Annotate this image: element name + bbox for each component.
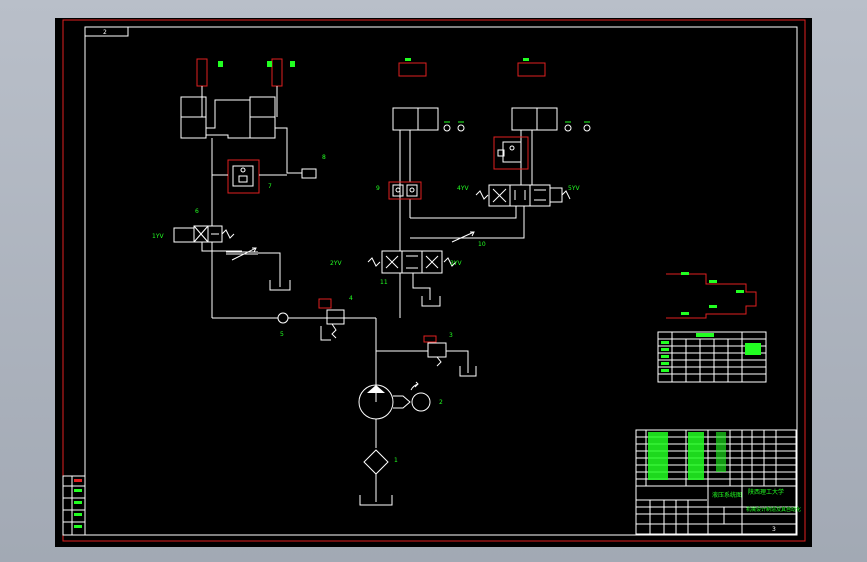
solenoid-action-table (657, 331, 767, 383)
label-3yv: 3YV (450, 260, 462, 267)
label-3: 3 (449, 332, 453, 339)
feed-cylinder-right (511, 58, 558, 131)
label-7: 7 (268, 183, 272, 190)
tank-symbol-relief (459, 366, 477, 377)
title-block (635, 429, 797, 535)
hydraulic-pump (358, 384, 394, 448)
major-name: 机械设计制造及其自动化 (746, 506, 801, 513)
drawing-name: 液压系统图 (712, 491, 742, 499)
hydraulic-lock-9 (388, 181, 422, 200)
clamping-cylinder-right (249, 58, 283, 139)
throttle-valve-10 (451, 231, 475, 243)
sensor-symbols-right (564, 121, 591, 132)
corner-tag-label: 2 (103, 29, 107, 36)
label-4: 4 (349, 295, 353, 302)
limit-switch-a (218, 61, 223, 67)
limit-switch-b (267, 61, 272, 67)
outer-border (62, 19, 806, 542)
label-5: 5 (280, 331, 284, 338)
label-2: 2 (439, 399, 443, 406)
label-9: 9 (376, 185, 380, 192)
check-valve-4 (318, 298, 345, 341)
pressure-switch-8 (301, 168, 317, 179)
label-8: 8 (322, 154, 326, 161)
pressure-valve-7 (227, 159, 260, 194)
label-4yv: 4YV (457, 185, 469, 192)
tank-symbol-mid (421, 296, 441, 307)
label-2yv: 2YV (330, 260, 342, 267)
label-10: 10 (478, 241, 486, 248)
directional-valve-11 (367, 250, 457, 274)
inner-frame (84, 26, 798, 536)
electric-motor-2 (393, 381, 431, 412)
work-cycle-diagram (666, 272, 757, 319)
relief-valve-3 (423, 335, 447, 367)
label-6: 6 (195, 208, 199, 215)
pressure-switch-line (275, 127, 302, 174)
tank-symbol-left (269, 280, 291, 291)
sensor-symbols-left (443, 121, 465, 132)
sheet-number: 3 (772, 526, 776, 533)
label-11: 11 (380, 279, 388, 286)
left-revision-block (62, 475, 86, 536)
clamping-cylinder-left (180, 58, 208, 139)
corner-tag-box (84, 26, 129, 37)
feed-cylinder-left (392, 58, 439, 131)
label-5yv: 5YV (568, 185, 580, 192)
cylinder-feed-line (206, 99, 250, 129)
tank-return-left (258, 252, 281, 287)
directional-valve-6 (173, 225, 235, 243)
pressure-valve-right (493, 136, 529, 170)
directional-valve-45yv (475, 184, 571, 207)
filter-1 (359, 449, 393, 506)
limit-switch-c (290, 61, 295, 67)
cylinder-return-line (206, 134, 250, 139)
label-1yv: 1YV (152, 233, 164, 240)
school-name: 陕西理工大学 (748, 488, 784, 496)
label-1: 1 (394, 457, 398, 464)
